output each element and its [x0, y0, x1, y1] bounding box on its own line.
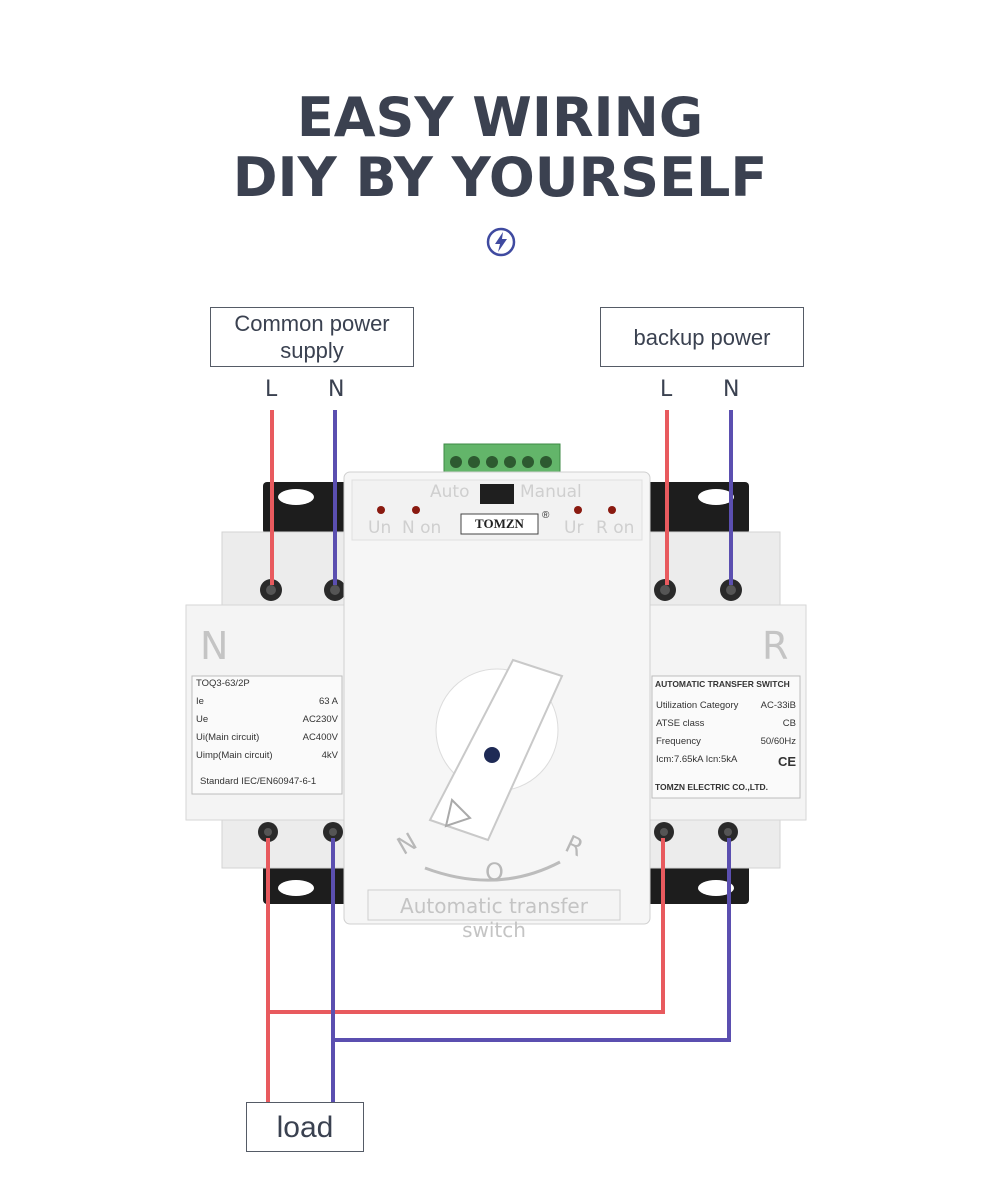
right-live-letter: L	[660, 377, 673, 402]
dial-o-mark: O	[485, 858, 504, 886]
ur-label: Ur	[564, 518, 584, 538]
automatic-transfer-switch-embossed: Automatic transfer switch	[400, 894, 588, 942]
load-box: load	[246, 1102, 364, 1152]
common-power-supply-label: Common power supply	[234, 311, 390, 363]
right-neutral-letter: N	[723, 377, 740, 402]
lightning-bolt-icon	[486, 227, 516, 257]
left-model: TOQ3-63/2P	[196, 678, 250, 689]
headline-line-1: EASY WIRING	[296, 86, 704, 149]
right-module-letter: R	[762, 624, 789, 668]
spec-row: Ui(Main circuit)AC400V	[196, 732, 338, 743]
un-label: Un	[368, 518, 392, 538]
left-module-letter: N	[200, 624, 229, 668]
right-heading: AUTOMATIC TRANSFER SWITCH	[655, 679, 790, 689]
spec-row: Uimp(Main circuit)4kV	[196, 750, 338, 761]
registered-mark: ®	[542, 510, 550, 521]
n-on-label: N on	[402, 518, 442, 538]
manual-label: Manual	[520, 482, 582, 502]
headline-line-2: DIY BY YOURSELF	[232, 146, 768, 209]
brand-logo: TOMZN	[475, 516, 524, 531]
left-live-letter: L	[265, 377, 278, 402]
load-label: load	[276, 1110, 334, 1144]
right-maker: TOMZN ELECTRIC CO.,LTD.	[655, 782, 769, 792]
common-power-supply-box: Common power supply	[210, 307, 414, 367]
backup-power-label: backup power	[633, 324, 771, 350]
backup-power-box: backup power	[600, 307, 804, 367]
left-standard: Standard IEC/EN60947-6-1	[200, 776, 317, 787]
auto-label: Auto	[430, 482, 470, 502]
left-neutral-letter: N	[328, 377, 345, 402]
r-on-label: R on	[596, 518, 635, 538]
